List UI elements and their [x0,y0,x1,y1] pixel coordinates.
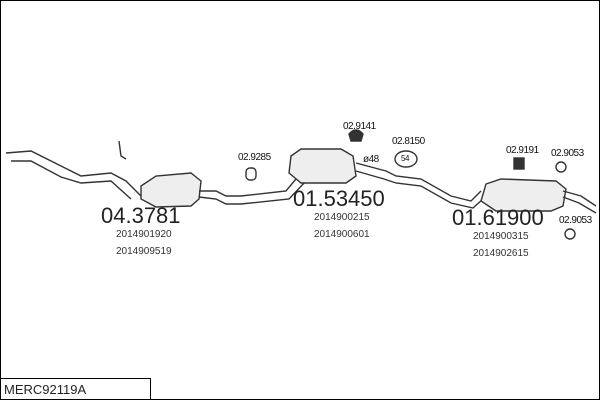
oem-number: 2014901920 [116,229,172,240]
pipe-diameter-label: ø48 [363,154,379,165]
bracket-8150 [394,150,418,168]
bracket-label: 54 [401,154,409,163]
part-number: 04.3781 [101,203,181,228]
oem-number: 2014909519 [116,246,172,257]
catalytic-converter [140,172,202,208]
hanger-9141 [348,129,364,142]
front-pipe [5,150,142,197]
oem-number: 2014900601 [314,229,370,240]
part-number: 01.61900 [452,205,544,230]
accessory-label: 02.9053 [559,215,592,226]
oem-number: 2014902615 [473,248,529,259]
part-number: 01.53450 [293,186,385,211]
rubber-mount-9285 [245,167,257,181]
accessory-label: 02.9053 [551,148,584,159]
center-muffler [288,148,357,184]
accessory-label: 02.9285 [238,152,271,163]
oem-number: 2014900315 [473,231,529,242]
clamp-hook [118,140,127,160]
rear-muffler [480,178,567,212]
accessory-label: 02.9141 [343,121,376,132]
diagram-code: MERC92119A [1,378,151,399]
accessory-label: 02.9191 [506,145,539,156]
ring-9053-b [564,228,576,240]
oem-number: 2014900215 [314,212,370,223]
rubber-mount-9191 [513,157,525,170]
accessory-label: 02.8150 [392,136,425,147]
ring-9053-a [555,161,567,173]
